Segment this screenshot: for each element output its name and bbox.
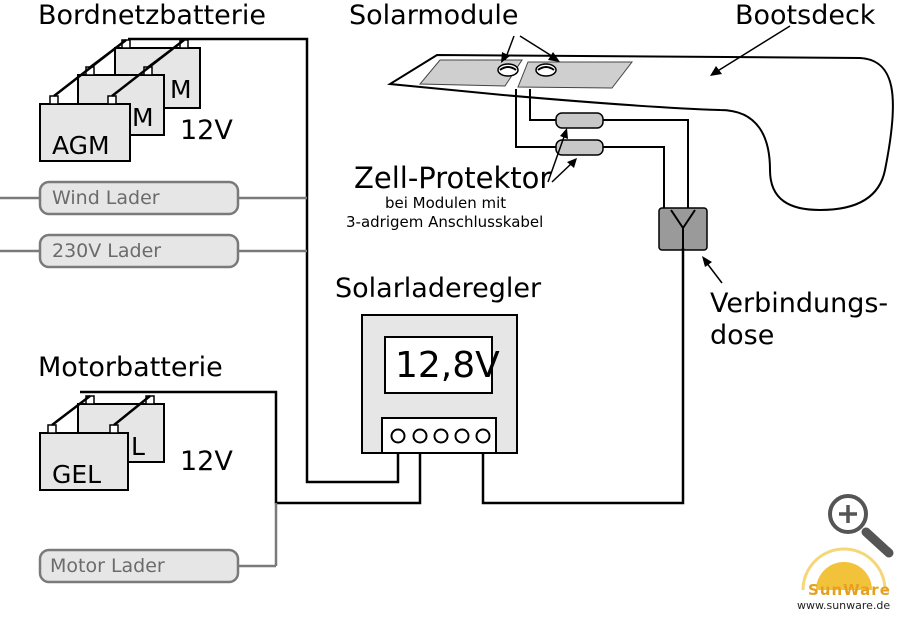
engine-battery-back-type: L	[131, 432, 145, 461]
house-battery-front-type: AGM	[52, 131, 110, 160]
engine-charger-box	[38, 548, 240, 584]
controller-display-value: 12,8V	[395, 345, 500, 386]
panel-junction-left	[497, 63, 519, 77]
wind-charger-label: Wind Lader	[52, 187, 160, 209]
solar-modules-title: Solarmodule	[349, 0, 519, 31]
engine-battery-bank	[39, 395, 165, 491]
engine-battery-title: Motorbatterie	[38, 352, 223, 383]
boat-deck-title: Bootsdeck	[735, 0, 876, 31]
engine-battery-front-type: GEL	[52, 460, 102, 489]
solar-panel-right	[517, 61, 634, 89]
shore-charger-box	[38, 233, 240, 269]
house-battery-mid-type: M	[132, 103, 154, 132]
house-battery-bank	[39, 39, 201, 162]
house-battery-back-type: M	[170, 75, 192, 104]
charge-controller	[361, 314, 518, 454]
panel-junction-right	[535, 63, 557, 77]
engine-battery-voltage: 12V	[180, 446, 233, 477]
brand-url: www.sunware.de	[797, 599, 891, 612]
cell-protector-lower	[555, 139, 604, 156]
house-battery-title: Bordnetzbatterie	[38, 0, 266, 31]
engine-charger-label: Motor Lader	[50, 555, 165, 577]
shore-charger-label: 230V Lader	[52, 240, 162, 262]
junction-box-title-line2: dose	[710, 320, 775, 351]
brand-logo-text: SunWare	[808, 581, 891, 599]
house-battery-voltage: 12V	[180, 115, 233, 146]
junction-box-title-line1: Verbindungs-	[710, 288, 889, 319]
wind-charger-box	[38, 180, 240, 216]
cell-protector-note-line2: 3-adrigem Anschlusskabel	[346, 213, 544, 231]
cell-protector-upper	[555, 112, 604, 129]
magnifier-plus-icon	[828, 494, 894, 558]
charge-controller-title: Solarladeregler	[335, 273, 542, 304]
solar-panel-left	[418, 59, 523, 87]
cell-protector-title: Zell-Protektor	[354, 161, 552, 195]
cell-protector-note-line1: bei Modulen mit	[385, 194, 507, 212]
sunware-logo	[801, 547, 887, 591]
